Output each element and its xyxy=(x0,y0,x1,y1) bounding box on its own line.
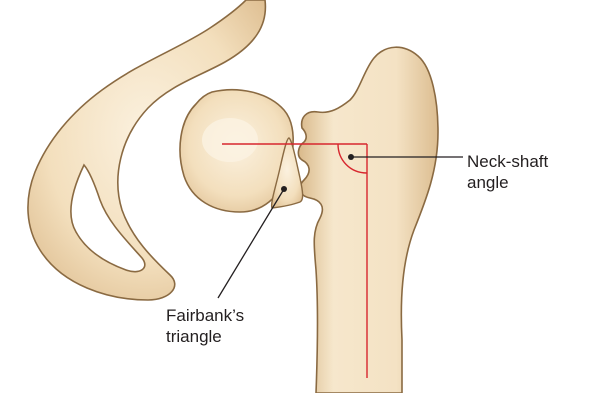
neck-shaft-angle-label: Neck-shaft angle xyxy=(467,151,548,193)
fairbank-label-line1: Fairbank’s xyxy=(166,305,244,326)
neck-shaft-label-line1: Neck-shaft xyxy=(467,151,548,172)
fairbank-triangle-label: Fairbank’s triangle xyxy=(166,305,244,347)
neck-shaft-label-line2: angle xyxy=(467,172,548,193)
femur-shaft xyxy=(298,47,438,393)
femoral-head-highlight xyxy=(202,118,258,162)
fairbank-label-line2: triangle xyxy=(166,326,244,347)
